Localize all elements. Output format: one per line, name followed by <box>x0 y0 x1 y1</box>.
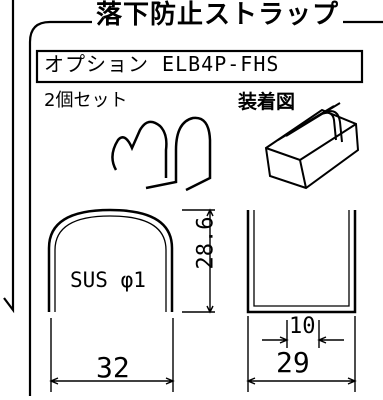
quantity-note: 2個セット <box>44 90 128 111</box>
width-dim-inner <box>262 320 344 348</box>
material-label: SUS φ1 <box>70 268 146 292</box>
strap-front-view <box>47 208 174 312</box>
outer-width-label: 32 <box>96 351 130 384</box>
option-code: オプション ELB4P-FHS <box>44 52 280 76</box>
height-label: 28.6 <box>193 216 219 270</box>
strap-side-view <box>246 210 357 314</box>
strap-perspective <box>111 116 212 192</box>
inner-gap-label: 10 <box>289 314 316 339</box>
option-box <box>35 49 364 84</box>
page-title: 落下防止ストラップ <box>92 2 344 28</box>
frame-left-edge <box>3 0 15 314</box>
side-width-label: 29 <box>276 346 310 379</box>
width-dim-outer <box>49 318 175 392</box>
installation-sketch <box>264 102 360 190</box>
installation-label: 装着図 <box>238 91 296 113</box>
width-dim-side <box>246 316 357 392</box>
height-dim <box>182 208 215 314</box>
